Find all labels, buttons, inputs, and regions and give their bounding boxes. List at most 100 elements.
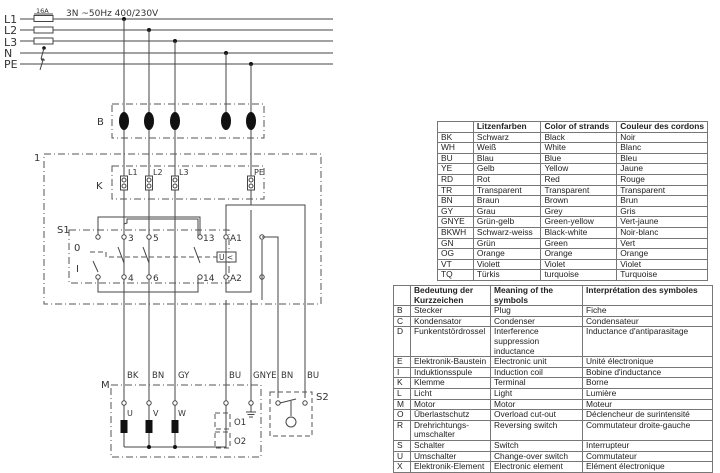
unit-1: 1 (34, 153, 322, 305)
plug-pin-icon (246, 112, 256, 130)
table-cell: Electronic unit (490, 356, 583, 368)
motor-winding-icon (171, 420, 179, 433)
table-cell: Gelb (472, 163, 542, 175)
table-cell: Klemme (410, 377, 491, 389)
table-cell: Black-white (540, 226, 618, 239)
wire-color-label: BK (127, 371, 139, 381)
table-cell: YE (437, 163, 474, 175)
switch-label: S1 (57, 225, 70, 236)
table-cell: Funkentstördrossel (410, 326, 491, 358)
motor-label: M (101, 380, 110, 391)
table-cell: Licht (410, 387, 491, 400)
table-cell: GNYE (437, 216, 474, 228)
table-cell: Reversing switch (490, 419, 583, 441)
table-cell: Elektronik-Element (410, 461, 491, 473)
terminal-pin-label: L3 (179, 168, 189, 177)
terminal-block-icon (120, 175, 255, 191)
lower-wires: BK BN GY BU GNYE BN BU (123, 300, 319, 403)
table-cell: M (393, 398, 411, 411)
symbols-meaning-table: Bedeutung der Kurzzeichen Meaning of the… (393, 284, 713, 473)
table-cell: Orange (540, 248, 618, 260)
table-cell: Vert-jaune (616, 216, 708, 228)
plug-pin-icon (221, 112, 231, 130)
table-cell: Green-yellow (540, 216, 618, 228)
table-cell: Grau (472, 205, 542, 218)
table-cell: Blau (472, 152, 542, 165)
table-cell: turquoise (540, 269, 618, 281)
table-cell: Overload cut-out (490, 409, 583, 421)
motor-pin-label: W (178, 409, 186, 418)
table-cell: GY (437, 205, 474, 218)
table-cell: Transparent (472, 184, 542, 197)
table-cell: Fiche (582, 305, 713, 317)
strand-colors-table: Litzenfarben Color of strands Couleur de… (437, 121, 708, 281)
motor-winding-icon (120, 420, 128, 433)
table-cell: BN (437, 195, 474, 207)
table-cell: Transparent (540, 184, 618, 197)
table-cell: Plug (490, 305, 583, 317)
table-cell: Condensateur (582, 315, 713, 328)
pin-label: 13 (203, 234, 214, 244)
table-cell: Motor (410, 398, 491, 411)
contact-icon (193, 246, 201, 264)
table-cell: Interference suppression inductance (490, 326, 583, 358)
table-cell: Déclencheur de surintensité (582, 409, 713, 421)
table-cell: Condenser (490, 315, 583, 328)
switch-s1: S1 U < 0 I 3 5 13 A1 4 6 14 A2 (57, 204, 306, 300)
table-cell: RD (437, 173, 474, 186)
table-cell: WH (437, 142, 474, 154)
line-label-n: N (4, 47, 12, 60)
terminal-k: K L1 L2 L3 PE (96, 165, 265, 200)
table-cell: Noir (616, 131, 708, 144)
fuse-rating: 16A (36, 7, 49, 15)
table-cell: Violet (616, 258, 708, 271)
table-cell: Yellow (540, 163, 618, 175)
wire-color-label: GNYE (253, 371, 277, 381)
wire-color-label: BU (229, 371, 241, 381)
motor-m: M U V W O1 O2 (101, 380, 262, 458)
fuse-l2-icon (33, 26, 54, 34)
table-cell: Lumière (582, 387, 713, 400)
terminal-pin-label: L2 (153, 168, 163, 177)
table-cell: Blue (540, 152, 618, 165)
table-cell: Gris (616, 205, 708, 218)
table-cell: B (393, 305, 411, 317)
motor-winding-icon (145, 420, 153, 433)
plug-b: B (97, 103, 265, 139)
table-cell: Motor (490, 398, 583, 411)
table-cell: Schwarz (472, 131, 542, 144)
table-cell: Vert (616, 237, 708, 250)
overload-label: O2 (234, 437, 246, 447)
ground-icon (246, 411, 256, 418)
unit-label: 1 (34, 153, 40, 164)
table-cell: Moteur (582, 398, 713, 411)
table-cell: Borne (582, 377, 713, 389)
overload-o2-icon (214, 431, 231, 449)
table-cell: White (540, 142, 618, 154)
plug-pin-icon (144, 112, 154, 130)
table-cell: Grün (472, 237, 542, 250)
contact-icon (117, 246, 125, 264)
table-cell: Induction coil (490, 366, 583, 379)
pin-label: 6 (153, 274, 159, 284)
table-cell: Brown (540, 195, 618, 207)
table-cell: Elektronik-Baustein (410, 356, 491, 368)
table-cell: Terminal (490, 377, 583, 389)
actuator-icon (285, 416, 297, 428)
table-cell: Umschalter (410, 450, 491, 463)
table-cell: Drehrichtungs-umschalter (410, 419, 491, 441)
table-cell: GN (437, 237, 474, 250)
